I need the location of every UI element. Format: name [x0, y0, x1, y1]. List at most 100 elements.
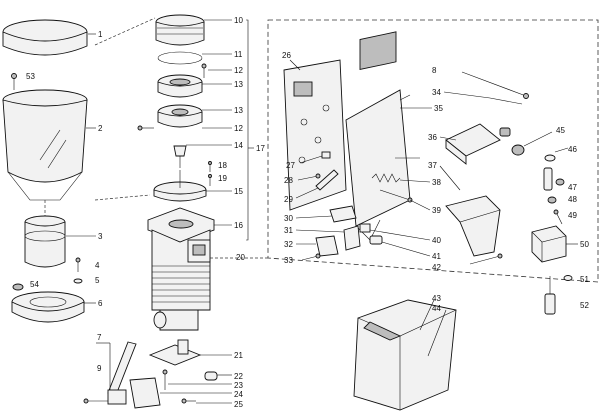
callout-30: 30 — [284, 214, 293, 223]
callout-51: 51 — [580, 275, 589, 284]
callout-9: 9 — [97, 364, 102, 373]
callout-54: 54 — [30, 280, 39, 289]
assembly-frame-20 — [267, 19, 599, 283]
hopper-lid — [2, 19, 88, 56]
chute-37 — [445, 195, 501, 257]
callout-41: 41 — [432, 252, 441, 261]
block-30 — [329, 205, 357, 223]
drive-plate — [153, 170, 207, 202]
plunger-52 — [544, 276, 556, 315]
washer-5 — [73, 278, 83, 284]
screw-12-top — [201, 63, 207, 78]
callout-39: 39 — [432, 206, 441, 215]
sleeve — [24, 215, 66, 268]
callout-14: 14 — [234, 141, 243, 150]
screw-49 — [553, 209, 563, 225]
lower-burr — [157, 104, 203, 128]
callout-10: 10 — [234, 16, 243, 25]
bracket-31 — [343, 225, 361, 251]
gear-45 — [511, 144, 525, 156]
dispenser-box — [353, 299, 457, 411]
callout-33: 33 — [284, 256, 293, 265]
callout-13b: 13 — [234, 106, 243, 115]
plate-32 — [315, 235, 339, 257]
callout-27: 27 — [286, 161, 295, 170]
top-nut — [155, 14, 205, 46]
callout-44: 44 — [432, 304, 441, 313]
callout-12a: 12 — [234, 66, 243, 75]
callout-25: 25 — [234, 400, 243, 409]
callout-29: 29 — [284, 195, 293, 204]
mount-bracket — [148, 339, 202, 366]
hopper-bowl — [2, 89, 88, 201]
callout-50: 50 — [580, 240, 589, 249]
callout-28: 28 — [284, 176, 293, 185]
clip-27 — [321, 151, 331, 159]
pin-47 — [543, 167, 565, 191]
callout-52: 52 — [580, 301, 589, 310]
main-frame — [345, 31, 420, 241]
callout-48: 48 — [568, 195, 577, 204]
solenoid-50 — [531, 225, 567, 263]
callout-53: 53 — [26, 72, 35, 81]
callout-31: 31 — [284, 226, 293, 235]
callout-7: 7 — [97, 333, 102, 342]
callout-8: 8 — [432, 66, 437, 75]
pin-19 — [208, 174, 212, 186]
screw-23 — [162, 369, 168, 390]
callout-40: 40 — [432, 236, 441, 245]
callout-17: 17 — [256, 144, 265, 153]
screw-33 — [301, 253, 321, 261]
washer-51 — [563, 275, 573, 281]
screw-12-lower — [137, 125, 154, 131]
callout-20: 20 — [236, 253, 245, 262]
callout-37: 37 — [428, 161, 437, 170]
callout-6: 6 — [98, 299, 103, 308]
callout-32: 32 — [284, 240, 293, 249]
callout-22: 22 — [234, 372, 243, 381]
callout-1: 1 — [98, 30, 103, 39]
callout-18: 18 — [218, 161, 227, 170]
callout-38: 38 — [432, 178, 441, 187]
callout-26: 26 — [282, 51, 291, 60]
callout-16: 16 — [234, 221, 243, 230]
spring-22 — [204, 371, 218, 381]
screw-4 — [75, 257, 81, 272]
callout-5: 5 — [95, 276, 100, 285]
callout-42: 42 — [432, 263, 441, 272]
callout-3: 3 — [98, 232, 103, 241]
callout-23: 23 — [234, 381, 243, 390]
callout-34: 34 — [432, 88, 441, 97]
spring-38 — [371, 173, 401, 183]
lever-29 — [315, 169, 339, 191]
callout-43: 43 — [432, 294, 441, 303]
callout-4: 4 — [95, 261, 100, 270]
o-ring — [157, 51, 203, 65]
nut-48 — [547, 196, 557, 204]
shaft-nut — [173, 145, 187, 168]
upper-burr — [157, 74, 203, 98]
callout-2: 2 — [98, 124, 103, 133]
screw-25 — [181, 398, 196, 404]
screw-28 — [297, 173, 321, 181]
callout-12b: 12 — [234, 124, 243, 133]
callout-47: 47 — [568, 183, 577, 192]
rod-34 — [489, 97, 523, 105]
callout-13a: 13 — [234, 80, 243, 89]
callout-15: 15 — [234, 187, 243, 196]
plate-24 — [129, 377, 161, 409]
callout-35: 35 — [434, 104, 443, 113]
callout-11: 11 — [234, 50, 243, 59]
callout-49: 49 — [568, 211, 577, 220]
callout-21: 21 — [234, 351, 243, 360]
washer-46 — [544, 154, 556, 162]
callout-46: 46 — [568, 145, 577, 154]
lever-assembly — [83, 341, 137, 405]
screw-8 — [461, 71, 529, 99]
screw-53 — [11, 73, 17, 90]
callout-45: 45 — [556, 126, 565, 135]
callout-19: 19 — [218, 174, 227, 183]
back-plate — [283, 59, 347, 211]
group-bracket-17 — [246, 19, 249, 241]
